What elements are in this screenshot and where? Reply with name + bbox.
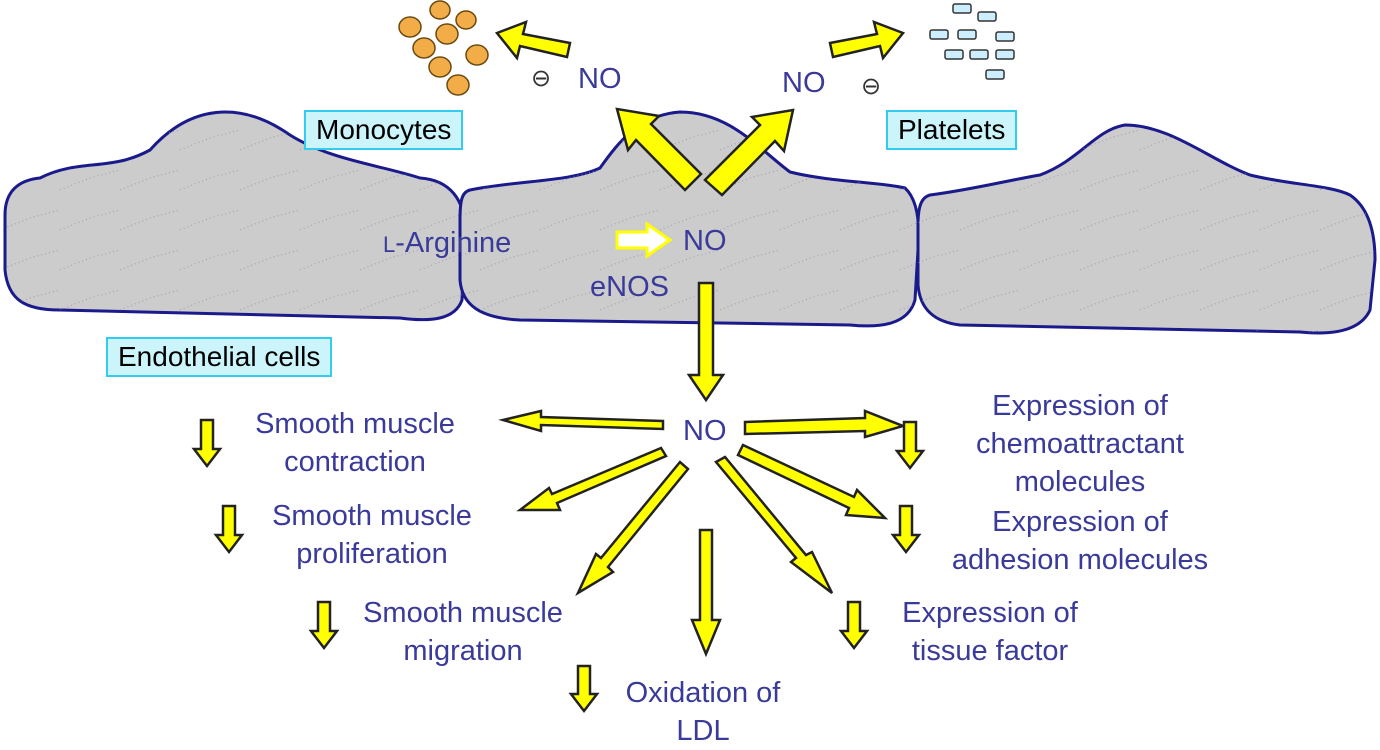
effect-smc-proliferation-line1: Smooth muscle: [272, 500, 472, 532]
effect-smc-contraction: Smooth muscle contraction: [230, 405, 480, 481]
effect-marker-smc-contraction: [191, 418, 223, 469]
effect-adhesion-line2: adhesion molecules: [951, 544, 1209, 576]
monocytes-label-box: Monocytes: [304, 110, 464, 150]
inhibition-right-icon: ⊖: [861, 72, 882, 100]
effect-chemoattractant-line1: Expression of: [992, 390, 1168, 422]
no-product-label: NO: [683, 225, 727, 257]
effect-smc-migration-line1: Smooth muscle: [363, 597, 563, 629]
platelet-8: [995, 49, 1015, 60]
effect-adhesion-line1: Expression of: [992, 506, 1168, 538]
arrow-to-adhesion: [736, 443, 889, 520]
arrow-cell-to-no-right: [703, 108, 795, 197]
platelet-7: [969, 49, 989, 60]
platelet-3: [929, 29, 949, 40]
platelet-1: [952, 3, 972, 14]
monocyte-8: [446, 74, 470, 96]
effect-ldl-oxidation: Oxidation of LDL: [603, 674, 803, 750]
effect-ldl-oxidation-line2: LDL: [676, 715, 730, 747]
effect-adhesion: Expression of adhesion molecules: [915, 503, 1245, 579]
arrow-to-smc-proliferation: [516, 446, 668, 512]
effect-chemoattractant: Expression of chemoattractant molecules: [935, 387, 1225, 501]
arrow-arginine-to-no: [615, 221, 673, 259]
effect-smc-contraction-line2: contraction: [284, 446, 426, 478]
effect-marker-adhesion: [890, 504, 922, 555]
monocytes-cluster: [398, 0, 489, 96]
arrow-to-chemoattractant: [743, 409, 907, 439]
effect-tissue-factor: Expression of tissue factor: [870, 594, 1110, 670]
arrow-to-smc-migration: [575, 460, 690, 597]
effect-marker-smc-migration: [308, 600, 340, 651]
monocyte-6: [465, 44, 489, 66]
monocyte-5: [412, 37, 436, 59]
effect-smc-proliferation: Smooth muscle proliferation: [247, 497, 497, 573]
effect-smc-proliferation-line2: proliferation: [296, 538, 448, 570]
monocyte-3: [455, 10, 477, 30]
no-label-top-left: NO: [578, 63, 622, 95]
platelets-label-box: Platelets: [886, 110, 1018, 150]
platelet-2: [977, 11, 997, 22]
platelet-5: [995, 31, 1015, 42]
monocyte-2: [398, 16, 422, 38]
platelet-6: [944, 49, 964, 60]
endothelial-cells-label-box: Endothelial cells: [106, 337, 333, 377]
no-label-top-right: NO: [782, 67, 826, 99]
arrow-enos-to-no: [686, 281, 726, 403]
enos-label: eNOS: [590, 271, 669, 303]
monocyte-7: [428, 56, 452, 78]
effect-tissue-factor-line2: tissue factor: [911, 635, 1069, 667]
endothelial-cell-middle: [458, 110, 921, 328]
effect-tissue-factor-line1: Expression of: [902, 597, 1078, 629]
arrow-to-platelets: [828, 19, 906, 61]
arrow-to-smc-contraction: [498, 409, 665, 433]
effect-marker-ldl-oxidation: [568, 664, 600, 714]
effect-smc-migration-line2: migration: [403, 635, 523, 667]
effect-chemoattractant-line3: molecules: [1014, 466, 1146, 498]
arrow-to-tissue-factor: [714, 455, 834, 594]
l-arginine-text: -Arginine: [395, 227, 512, 259]
l-arginine-prefix: L: [383, 232, 396, 257]
arrow-cell-to-no-left: [615, 107, 703, 192]
arrow-to-monocytes: [494, 19, 572, 61]
endothelial-cell-right: [916, 123, 1377, 335]
monocyte-1: [429, 0, 451, 20]
l-arginine-label: L-Arginine: [383, 224, 511, 264]
platelet-9: [985, 69, 1005, 80]
effect-smc-contraction-line1: Smooth muscle: [255, 408, 455, 440]
platelet-4: [957, 29, 977, 40]
platelets-cluster: [929, 3, 1015, 80]
endothelial-cell-left: [3, 110, 467, 322]
central-no-label: NO: [683, 415, 727, 447]
effect-marker-smc-proliferation: [213, 504, 245, 555]
effect-marker-tissue-factor: [838, 600, 870, 651]
arrow-to-ldl-oxidation: [690, 528, 722, 658]
monocyte-4: [435, 23, 459, 45]
effect-smc-migration: Smooth muscle migration: [338, 594, 588, 670]
effect-chemoattractant-line2: chemoattractant: [976, 428, 1184, 460]
inhibition-left-icon: ⊖: [531, 64, 552, 92]
effect-marker-chemoattractant: [894, 420, 926, 471]
effect-ldl-oxidation-line1: Oxidation of: [625, 677, 781, 709]
